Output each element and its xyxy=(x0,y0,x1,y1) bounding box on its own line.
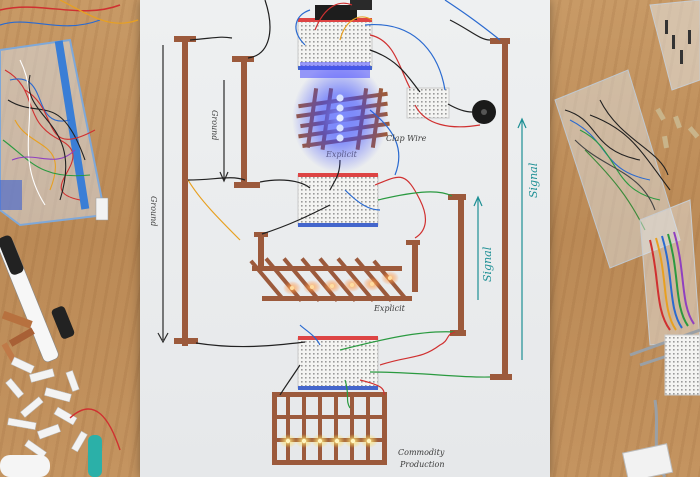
orange-led-row xyxy=(283,271,399,295)
copper-scraps xyxy=(1,310,35,363)
wire-bag-right xyxy=(554,69,681,269)
label-commodity-line2: Production xyxy=(400,460,445,469)
wire-bag-left xyxy=(0,38,109,227)
label-explicit-mid: Explicit xyxy=(374,304,405,313)
jumper-wires xyxy=(187,0,501,409)
breadboards xyxy=(297,18,450,390)
copper-grid-bottom xyxy=(272,392,387,465)
ic-chip-top xyxy=(315,5,357,20)
breadboard-desk-right xyxy=(664,334,700,396)
label-ground-mid: Ground xyxy=(210,110,219,141)
copper-tape xyxy=(174,36,512,465)
teal-pen xyxy=(88,435,102,477)
marker-pen xyxy=(0,235,75,363)
blue-led-column xyxy=(292,62,388,173)
desk-card xyxy=(621,443,674,477)
jumper-bag-right xyxy=(639,199,700,346)
yellow-led-row xyxy=(279,434,378,448)
label-explicit-top: Explicit xyxy=(326,150,357,159)
label-signal-mid: Signal xyxy=(481,246,494,282)
paper-scraps xyxy=(5,356,88,459)
label-clap-wire: Clap Wire xyxy=(386,134,427,143)
arrows xyxy=(157,45,527,360)
label-commodity-line1: Commodity xyxy=(398,448,445,457)
component-bag-top-right xyxy=(649,0,700,91)
label-signal-right: Signal xyxy=(527,162,540,198)
spool xyxy=(0,455,50,477)
resistors-right xyxy=(655,107,700,149)
label-ground-left: Ground xyxy=(149,196,158,227)
